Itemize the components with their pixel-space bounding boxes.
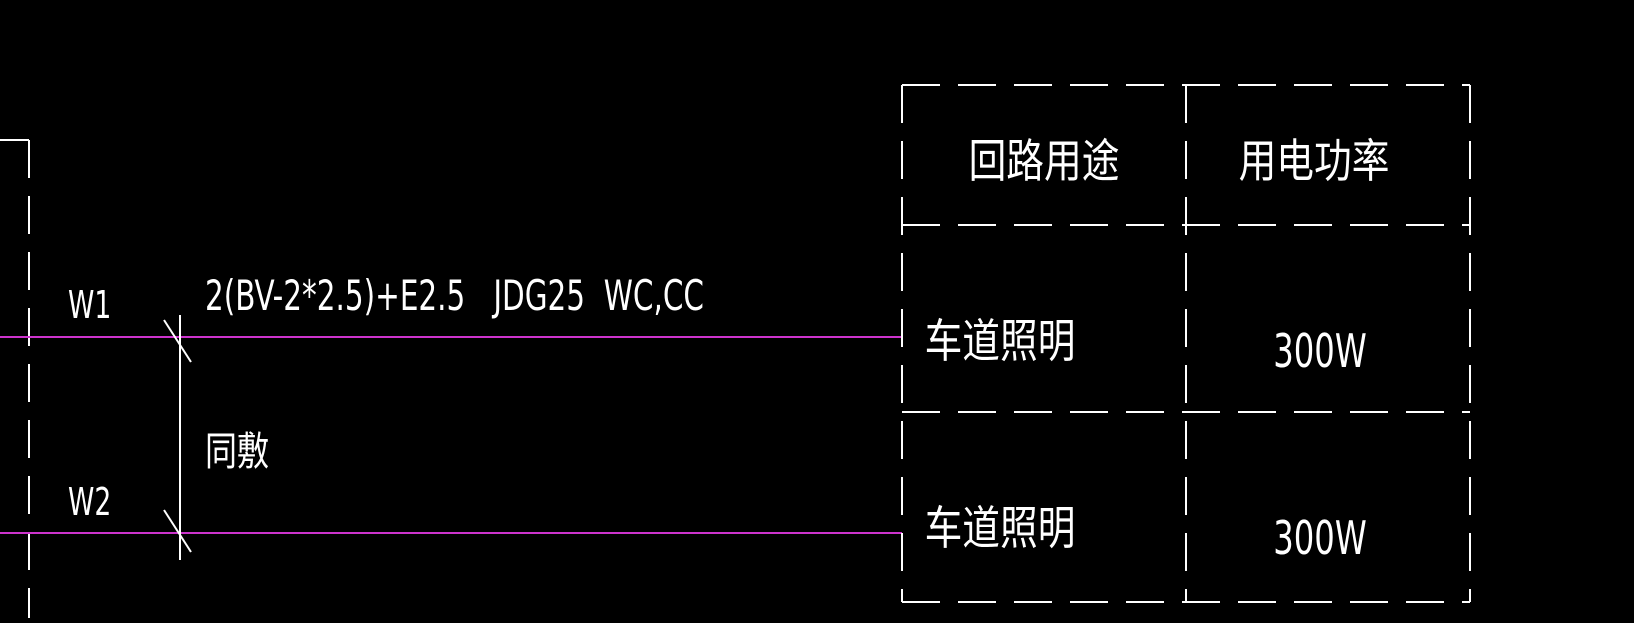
distribution-panel-outline [0,139,30,618]
table-header-power: 用电功率 [1239,134,1390,188]
circuit-w1-label: W1 [68,283,111,328]
table-row-2-usage: 车道照明 [925,501,1076,555]
shared-routing-bracket [163,315,192,560]
table-row-1-power: 300W [1273,325,1367,379]
table-header-usage: 回路用途 [969,134,1120,188]
shared-routing-note: 同敷 [205,427,269,474]
table-row-2-power: 300W [1273,512,1367,566]
table-row-1-usage: 车道照明 [925,314,1076,368]
circuit-table [901,84,1471,603]
circuit-w2-label: W2 [68,480,111,525]
cable-spec-text: 2(BV-2*2.5)+E2.5 JDG25 WC,CC [205,271,704,320]
